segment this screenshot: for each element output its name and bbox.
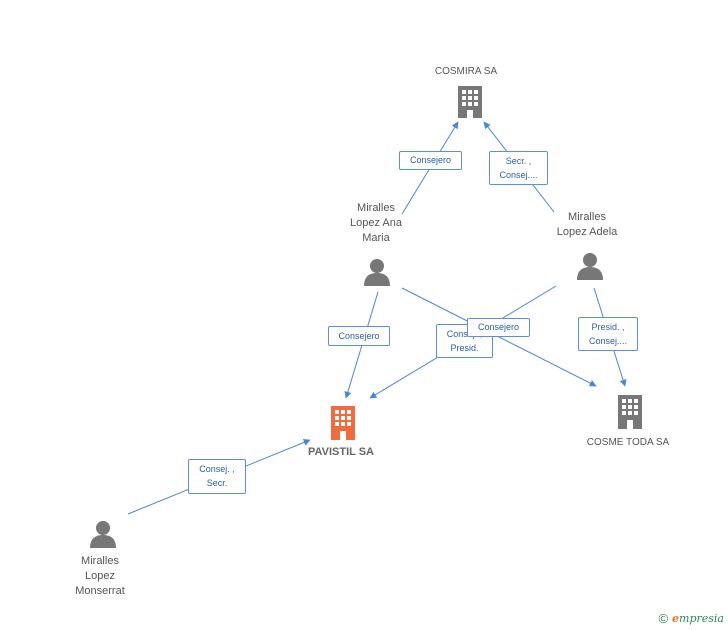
edge-label-line: Secr. , (505, 156, 532, 166)
person-label-monserrat[interactable]: Miralles Lopez Monserrat (50, 554, 150, 599)
copyright-icon: © (658, 611, 669, 626)
person-icon-ana-maria[interactable] (362, 257, 392, 292)
edge-label-ana-cosme[interactable]: Consejero (467, 318, 530, 337)
person-label-ana-maria[interactable]: Miralles Lopez Ana Maria (326, 201, 426, 246)
edge-label-line: Consejero (338, 331, 380, 341)
person-label-line: Miralles (81, 555, 119, 567)
edge-label-line: Secr. (206, 478, 228, 488)
edge-label-monserrat-pavistil[interactable]: Consej. , Secr. (188, 459, 246, 494)
person-icon-adela[interactable] (575, 251, 605, 286)
edge-label-ana-cosmira[interactable]: Consejero (399, 151, 462, 170)
edge-label-line: Consejero (477, 322, 520, 332)
brand-initial: e (672, 612, 680, 625)
building-icon-cosme-toda[interactable] (615, 393, 645, 434)
edge-label-adela-cosmira[interactable]: Secr. , Consej.... (489, 151, 548, 185)
person-label-adela[interactable]: Miralles Lopez Adela (537, 210, 637, 240)
footer-brand: © empresia (658, 611, 724, 626)
edge-ana-cosme (401, 287, 597, 387)
person-label-line: Lopez Adela (556, 226, 618, 238)
company-label-cosme-toda[interactable]: COSME TODA SA (586, 437, 670, 448)
edge-label-line: Consej. , (199, 464, 235, 474)
edge-label-line: Consej.... (588, 336, 628, 346)
edge-label-ana-pavistil[interactable]: Consejero (328, 326, 390, 346)
building-icon-pavistil[interactable] (328, 404, 358, 445)
person-label-line: Miralles (568, 211, 606, 223)
building-icon-cosmira[interactable] (455, 84, 485, 123)
edge-label-line: Presid. (450, 343, 479, 353)
brand-logo[interactable]: empresia (672, 612, 724, 625)
brand-text: mpresia (679, 612, 724, 625)
person-icon-monserrat[interactable] (88, 519, 118, 554)
person-label-line: Lopez Ana (350, 217, 402, 229)
edge-label-line: Consej.... (499, 170, 538, 180)
person-label-line: Lopez (85, 570, 115, 582)
edge-label-adela-cosme[interactable]: Presid. , Consej.... (578, 317, 638, 351)
person-label-line: Miralles (357, 202, 395, 214)
person-label-line: Monserrat (75, 585, 125, 597)
edge-label-line: Presid. , (591, 322, 625, 332)
company-label-cosmira[interactable]: COSMIRA SA (434, 66, 498, 77)
edge-label-line: Consejero (409, 155, 452, 165)
person-label-line: Maria (362, 232, 390, 244)
company-label-pavistil[interactable]: PAVISTIL SA (307, 446, 374, 458)
edge-label-line: Consej. , (446, 329, 483, 339)
